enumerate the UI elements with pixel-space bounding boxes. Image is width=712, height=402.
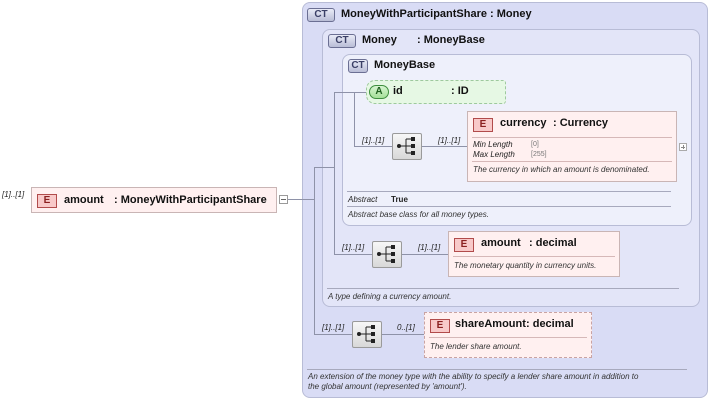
element-occurrence: [1]..[1] bbox=[438, 136, 461, 145]
facet-label: Min Length bbox=[473, 140, 513, 149]
connector bbox=[334, 92, 354, 93]
abstract-value: True bbox=[391, 195, 408, 204]
facet-label: Max Length bbox=[473, 150, 515, 159]
attribute-id[interactable]: A id : ID bbox=[366, 80, 506, 104]
root-element-type: : MoneyWithParticipantShare bbox=[114, 194, 267, 206]
collapse-icon[interactable] bbox=[279, 195, 288, 204]
sequence-glyph bbox=[397, 137, 415, 155]
attribute-name: id bbox=[393, 85, 403, 97]
sequence-glyph bbox=[357, 325, 375, 343]
connector bbox=[314, 334, 352, 335]
complex-type-documentation-line1: An extension of the money type with the … bbox=[308, 372, 639, 381]
sequence-icon[interactable] bbox=[392, 133, 422, 160]
expand-icon[interactable] bbox=[679, 143, 687, 151]
complex-type-documentation-line2: the global amount (represented by 'amoun… bbox=[308, 382, 467, 391]
connector bbox=[354, 92, 368, 93]
currency-element-name: currency bbox=[500, 117, 547, 129]
shareamount-element-name: shareAmount bbox=[455, 318, 526, 330]
connector bbox=[354, 92, 355, 147]
element-occurrence: 0..[1] bbox=[397, 323, 415, 332]
divider bbox=[472, 161, 672, 162]
complex-type-title: MoneyWithParticipantShare : Money bbox=[341, 8, 532, 20]
connector bbox=[334, 92, 335, 255]
connector bbox=[334, 254, 372, 255]
complex-type-badge: CT bbox=[348, 59, 368, 73]
sequence-occurrence: [1]..[1] bbox=[322, 323, 345, 332]
facet-value: [255] bbox=[531, 151, 547, 158]
divider bbox=[347, 191, 671, 192]
root-occurrence: [1]..[1] bbox=[2, 190, 25, 199]
abstract-label: Abstract bbox=[348, 195, 378, 204]
sequence-occurrence: [1]..[1] bbox=[342, 243, 365, 252]
divider bbox=[327, 288, 679, 289]
sequence-glyph bbox=[377, 245, 395, 263]
connector bbox=[288, 199, 314, 200]
complex-type-badge: CT bbox=[328, 34, 356, 48]
shareamount-element-documentation: The lender share amount. bbox=[430, 342, 522, 351]
moneybase-type-title: MoneyBase bbox=[374, 59, 436, 71]
divider bbox=[472, 137, 672, 138]
element-amount[interactable]: E amount : decimal The monetary quantity… bbox=[448, 231, 620, 277]
money-type-base: : MoneyBase bbox=[417, 34, 485, 46]
element-badge: E bbox=[37, 194, 57, 208]
amount-element-type: : decimal bbox=[529, 237, 577, 249]
shareamount-element-type: : decimal bbox=[526, 318, 574, 330]
connector bbox=[354, 146, 392, 147]
connector bbox=[314, 167, 334, 168]
root-element-amount[interactable]: E amount : MoneyWithParticipantShare bbox=[31, 187, 277, 213]
currency-element-documentation: The currency in which an amount is denom… bbox=[473, 165, 650, 174]
divider bbox=[453, 256, 615, 257]
root-element-name: amount bbox=[64, 194, 104, 206]
moneybase-type-documentation: Abstract base class for all money types. bbox=[348, 210, 489, 219]
divider bbox=[429, 337, 587, 338]
connector bbox=[314, 167, 315, 334]
sequence-icon[interactable] bbox=[372, 241, 402, 268]
amount-element-documentation: The monetary quantity in currency units. bbox=[454, 261, 597, 270]
complex-type-badge: CT bbox=[307, 8, 335, 22]
money-type-name: Money bbox=[362, 34, 397, 46]
connector bbox=[382, 334, 424, 335]
facet-value: [0] bbox=[531, 141, 539, 148]
divider bbox=[347, 206, 671, 207]
element-badge: E bbox=[454, 238, 474, 252]
money-type-documentation: A type defining a currency amount. bbox=[328, 292, 452, 301]
connector bbox=[402, 254, 448, 255]
attribute-type: : ID bbox=[451, 85, 469, 97]
amount-element-name: amount bbox=[481, 237, 521, 249]
element-badge: E bbox=[430, 319, 450, 333]
element-currency[interactable]: E currency : Currency Min Length [0] Max… bbox=[467, 111, 677, 182]
attribute-badge: A bbox=[369, 85, 389, 99]
element-shareamount[interactable]: E shareAmount : decimal The lender share… bbox=[424, 312, 592, 358]
sequence-icon[interactable] bbox=[352, 321, 382, 348]
currency-element-type: : Currency bbox=[553, 117, 609, 129]
connector bbox=[422, 146, 467, 147]
element-occurrence: [1]..[1] bbox=[418, 243, 441, 252]
element-badge: E bbox=[473, 118, 493, 132]
sequence-occurrence: [1]..[1] bbox=[362, 136, 385, 145]
divider bbox=[307, 369, 687, 370]
